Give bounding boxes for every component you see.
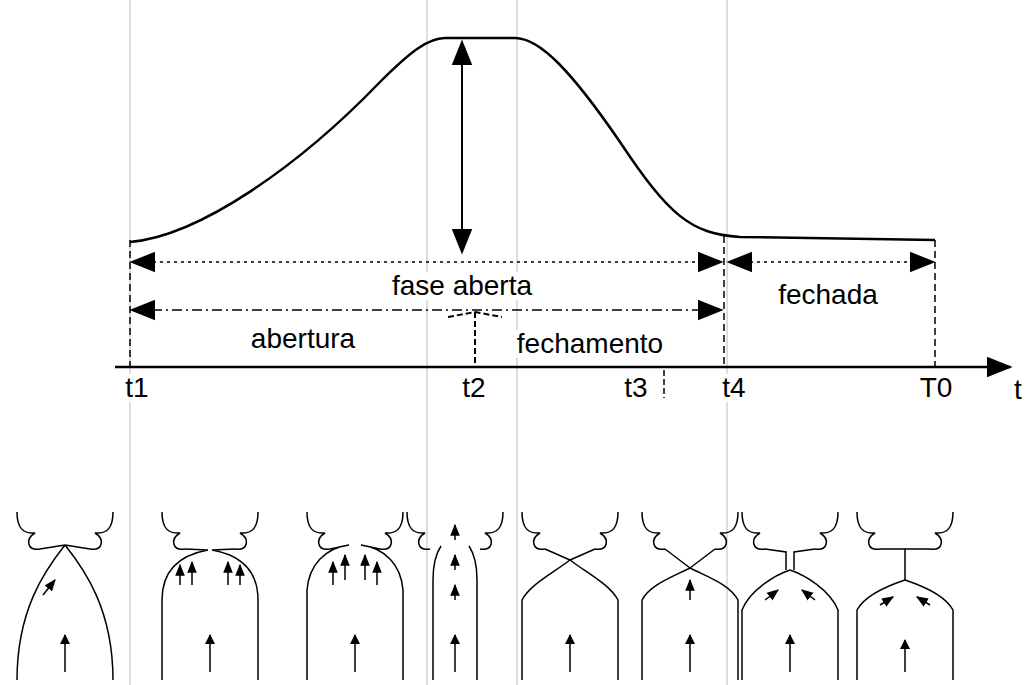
time-axis	[115, 366, 1010, 369]
phase-label: fechamento	[515, 330, 665, 358]
t4-marker	[723, 236, 725, 367]
axis-label: t	[1012, 376, 1024, 404]
closed-phase-dimension	[729, 261, 933, 262]
phase-label: fechada	[776, 281, 880, 309]
flow-curve	[130, 38, 935, 242]
time-mark: T0	[918, 374, 955, 402]
t3-marker	[663, 370, 665, 398]
time-mark: t1	[123, 374, 150, 402]
phase-label: fase aberta	[390, 272, 534, 300]
time-mark: t2	[460, 374, 487, 402]
guide-lines	[130, 0, 727, 685]
time-mark: t4	[720, 374, 747, 402]
t0-marker	[934, 240, 936, 367]
open-phase-dimension	[132, 261, 721, 262]
time-mark: t3	[622, 374, 649, 402]
phase-label: abertura	[249, 325, 357, 353]
opening-closing-dimension	[132, 309, 721, 310]
t2-tick	[448, 312, 502, 365]
vocal-fold-sketches	[17, 512, 953, 680]
amplitude-arrow	[461, 42, 463, 252]
t1-marker	[129, 240, 131, 367]
